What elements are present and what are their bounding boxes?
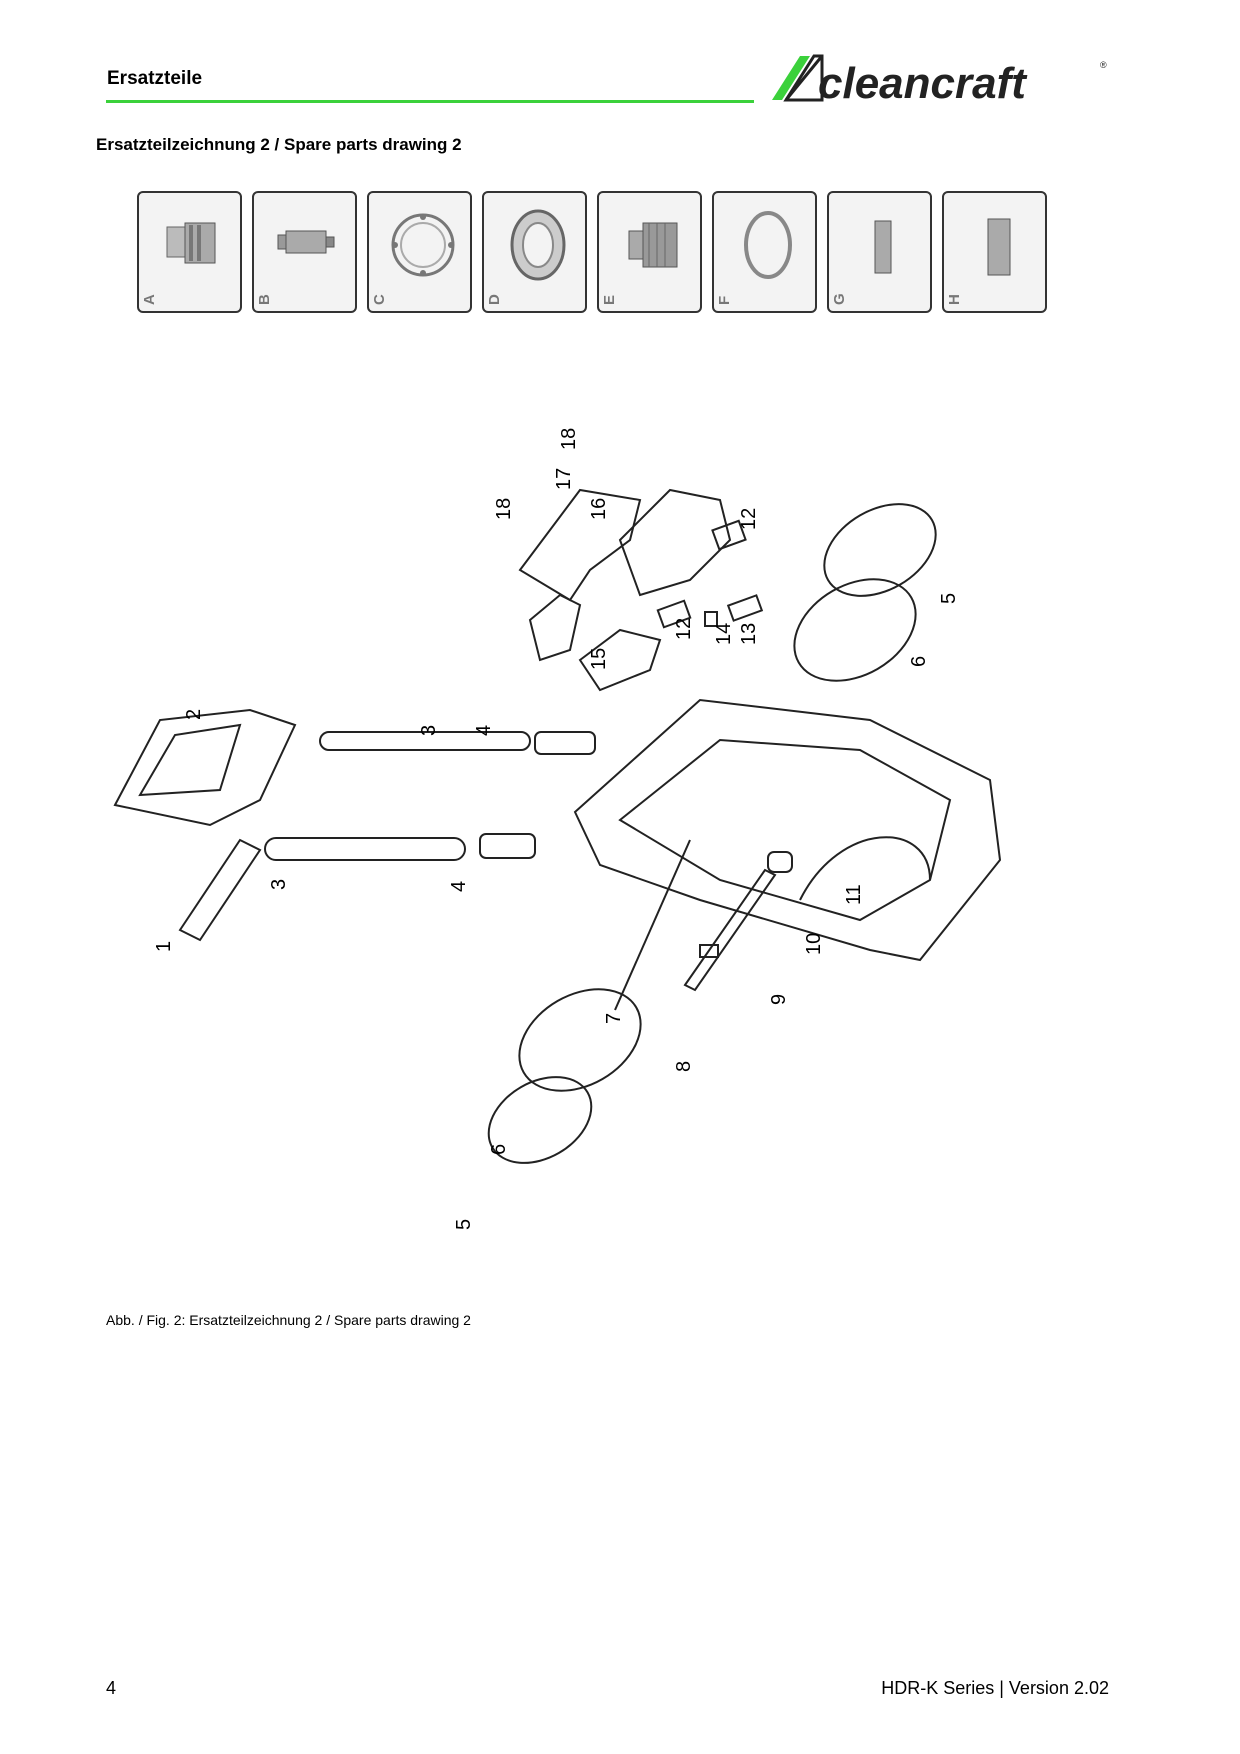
accessory-tile-d: D [482,191,587,313]
lever-13 [726,594,764,622]
accessory-tile-g: G [827,191,932,313]
small-part-8 [699,944,719,958]
tube-upper [319,731,531,751]
figure-caption: Abb. / Fig. 2: Ersatzteilzeichnung 2 / S… [106,1312,471,1328]
nozzle-adapter-icon [277,230,335,254]
cover-16 [618,488,732,597]
part-number-labels: 1 2 3 3 4 4 5 5 6 6 7 8 9 10 11 12 12 13… [153,428,960,1230]
part-14 [704,611,718,627]
part-label: 13 [738,623,760,645]
blade-bar [683,868,777,992]
svg-text:®: ® [1100,60,1107,70]
connector-upper [534,731,596,755]
cap-icon [987,218,1011,276]
header-divider [106,100,754,103]
part-label: 10 [803,933,825,955]
sleeve-icon [874,220,892,274]
part-label: 6 [488,1144,510,1155]
part-label: 12 [738,508,760,530]
handle-grip [528,593,582,662]
logo-text: cleancraft [818,59,1028,108]
part-label: 5 [938,593,960,604]
page-header-title: Ersatzteile [107,68,203,89]
part-label: 17 [553,468,575,490]
cover-15 [578,628,662,692]
accessory-tile-c: C [367,191,472,313]
cap-10 [767,851,793,873]
brand-logo: cleancraft ® [772,54,1107,108]
hubcap-lower [487,1076,593,1164]
accessory-letter: A [141,294,158,305]
accessory-tile-e: E [597,191,702,313]
accessory-letter: B [256,294,273,305]
accessory-tile-a: A [137,191,242,313]
part-label: 7 [603,1013,625,1024]
gasket-ring-icon [391,213,455,277]
part-label: 5 [453,1219,475,1230]
document-version: HDR-K Series | Version 2.02 [881,1678,1109,1698]
part-label: 4 [473,725,495,736]
part-label: 11 [843,884,865,905]
spare-parts-drawing: 1 2 3 3 4 4 5 5 6 6 7 8 9 10 11 12 12 13… [113,428,1002,1230]
plate-12-lower [656,599,692,629]
quick-coupler-icon [166,222,216,264]
accessory-letter: F [716,295,733,305]
accessory-letter: G [831,293,848,305]
page-number: 4 [106,1678,117,1698]
plate-12-upper [711,519,747,551]
accessory-letter: D [486,294,503,305]
accessory-tile-h: H [942,191,1047,313]
sealing-ring-icon [510,209,566,281]
part-label: 1 [153,941,175,952]
part-label: 2 [183,709,205,720]
part-label: 18 [558,428,580,450]
part-label: 6 [908,656,930,667]
o-ring-icon [744,211,792,279]
axle [614,839,691,1011]
lower-handle-part [178,838,262,942]
upper-handle-part [113,708,297,827]
part-label: 8 [673,1061,695,1072]
part-label: 3 [418,725,440,736]
part-label: 15 [588,648,610,670]
main-housing [573,698,1002,962]
part-label: 14 [713,623,735,645]
accessory-tile-b: B [252,191,357,313]
tube-lower [264,837,466,861]
accessory-tile-f: F [712,191,817,313]
accessory-letter: C [371,294,388,305]
part-label: 4 [448,881,470,892]
accessory-letter: H [946,294,963,305]
part-label: 9 [768,994,790,1005]
wheel-lower [518,988,642,1092]
connector-lower [479,833,536,859]
threaded-adapter-icon [628,222,678,268]
accessory-letter: E [601,294,618,305]
hubcap-upper [823,503,937,597]
wheel-upper [793,578,917,682]
part-label: 16 [588,498,610,520]
part-label: 3 [268,879,290,890]
part-label: 12 [673,618,695,640]
part-label: 18 [493,498,515,520]
section-title: Ersatzteilzeichnung 2 / Spare parts draw… [96,135,462,154]
